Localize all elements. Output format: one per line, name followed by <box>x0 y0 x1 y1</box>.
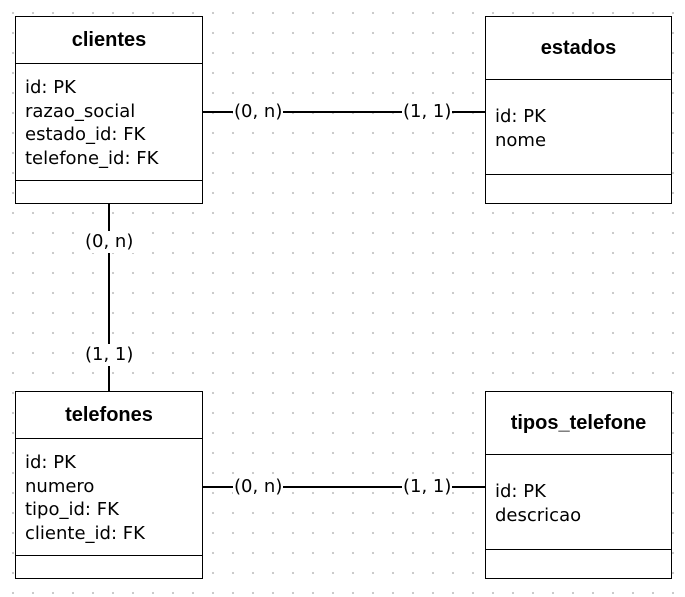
entity-title: telefones <box>16 392 202 439</box>
cardinality-label: (0, n) <box>233 476 284 498</box>
field-row: tipo_id: FK <box>25 499 119 520</box>
field-row: nome <box>495 129 547 151</box>
entity-fields: id: PK nome <box>486 80 671 175</box>
entity-fields: id: PK razao_social estado_id: FK telefo… <box>16 64 202 181</box>
entity-estados[interactable]: estados id: PK nome <box>485 16 672 204</box>
entity-telefones[interactable]: telefones id: PK numero tipo_id: FK clie… <box>15 391 203 579</box>
entity-title: estados <box>486 17 671 80</box>
cardinality-label: (0, n) <box>233 101 284 123</box>
field-row: id: PK <box>495 106 546 127</box>
entity-title: tipos_telefone <box>486 392 671 455</box>
entity-fields: id: PK numero tipo_id: FK cliente_id: FK <box>16 439 202 556</box>
field-row: id: PK <box>25 452 76 473</box>
field-row: descricao <box>495 504 582 526</box>
field-row: cliente_id: FK <box>25 522 145 544</box>
cardinality-label: (0, n) <box>84 231 135 253</box>
field-row: numero <box>25 475 95 497</box>
cardinality-label: (1, 1) <box>402 476 453 498</box>
cardinality-label: (1, 1) <box>84 344 135 366</box>
entity-fields: id: PK descricao <box>486 455 671 550</box>
field-row: estado_id: FK <box>25 124 146 145</box>
cardinality-label: (1, 1) <box>402 101 453 123</box>
field-row: razao_social <box>25 100 136 122</box>
entity-title: clientes <box>16 17 202 64</box>
field-row: telefone_id: FK <box>25 147 159 169</box>
entity-tipos-telefone[interactable]: tipos_telefone id: PK descricao <box>485 391 672 579</box>
field-row: id: PK <box>495 481 546 502</box>
field-row: id: PK <box>25 77 76 98</box>
entity-clientes[interactable]: clientes id: PK razao_social estado_id: … <box>15 16 203 204</box>
